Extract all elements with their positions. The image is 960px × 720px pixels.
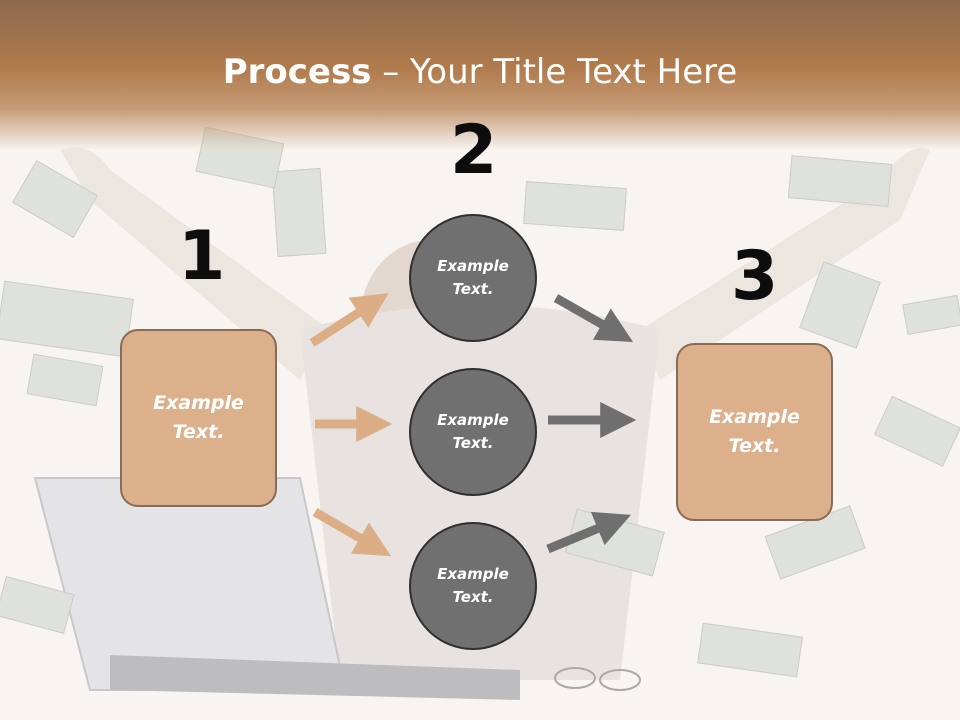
- process-circle-2: Example Text.: [409, 368, 537, 496]
- step-number-1: 1: [178, 217, 226, 296]
- title-band: [0, 0, 960, 150]
- circle-1-line-2: Text.: [452, 280, 494, 298]
- left-process-box: Example Text.: [120, 329, 277, 507]
- process-circle-1: Example Text.: [409, 214, 537, 342]
- circle-2-line-1: Example: [437, 411, 509, 429]
- process-circle-3: Example Text.: [409, 522, 537, 650]
- title-rest: – Your Title Text Here: [371, 52, 738, 92]
- step-number-2: 2: [450, 111, 498, 190]
- circle-3-line-2: Text.: [452, 588, 494, 606]
- circle-3-line-1: Example: [437, 565, 509, 583]
- left-box-line-2: Text.: [172, 421, 225, 443]
- circle-1-line-1: Example: [437, 257, 509, 275]
- arrow-left-to-circle-1: [309, 293, 389, 347]
- right-process-box: Example Text.: [676, 343, 833, 521]
- arrow-circle-3-to-right: [546, 511, 631, 554]
- title-bold: Process: [222, 52, 372, 92]
- left-box-line-1: Example: [153, 392, 244, 414]
- step-number-3: 3: [731, 237, 779, 316]
- arrow-circle-1-to-right: [553, 294, 634, 343]
- glasses: [554, 667, 641, 691]
- circle-2-line-2: Text.: [452, 434, 494, 452]
- arrow-left-to-circle-3: [312, 508, 392, 557]
- slide-title: Process – Your Title Text Here: [0, 52, 960, 92]
- right-box-line-1: Example: [709, 406, 800, 428]
- right-box-line-2: Text.: [728, 435, 781, 457]
